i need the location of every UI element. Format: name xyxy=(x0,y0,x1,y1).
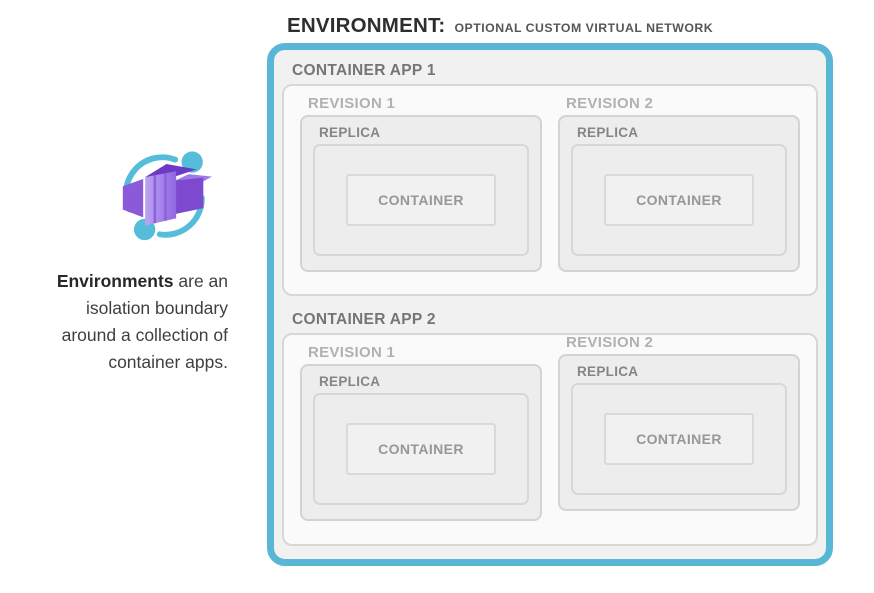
orbit-dot-top-icon xyxy=(181,151,203,173)
app1-revision-2-block: REVISION 2 REPLICA CONTAINER xyxy=(558,96,800,294)
app2-revision-2-replica-inner-box: CONTAINER xyxy=(571,383,787,495)
container-app-2-box: REVISION 1 REPLICA CONTAINER REVISION 2 … xyxy=(282,333,818,546)
app2-revision-2-block: REVISION 2 REPLICA CONTAINER xyxy=(558,335,800,544)
container-app-1-box: REVISION 1 REPLICA CONTAINER REVISION 2 … xyxy=(282,84,818,296)
environment-box: CONTAINER APP 1 REVISION 1 REPLICA CONTA… xyxy=(267,43,833,566)
app1-revision-2-replica-label: REPLICA xyxy=(577,125,639,140)
app2-revision-2-replica-label: REPLICA xyxy=(577,364,639,379)
app1-revision-1-container-box: CONTAINER xyxy=(346,174,496,226)
container-app-2: CONTAINER APP 2 REVISION 1 REPLICA CONTA… xyxy=(282,310,818,546)
azure-container-apps-logo xyxy=(117,145,214,247)
app2-revision-1-label: REVISION 1 xyxy=(308,344,396,361)
app2-revision-1-replica-box: REPLICA CONTAINER xyxy=(300,364,542,521)
app2-revision-1-replica-inner-box: CONTAINER xyxy=(313,393,529,505)
azure-container-apps-icon xyxy=(122,151,213,241)
app2-revision-1-replica-label: REPLICA xyxy=(319,374,381,389)
caption-line-1-rest: are an xyxy=(173,271,228,291)
caption-line-2: isolation boundary xyxy=(85,298,228,318)
app1-revision-1-block: REVISION 1 REPLICA CONTAINER xyxy=(300,96,542,294)
app1-revision-1-replica-box: REPLICA CONTAINER xyxy=(300,115,542,272)
caption-bold-word: Environments xyxy=(56,271,174,291)
app1-revision-2-replica-inner-box: CONTAINER xyxy=(571,144,787,256)
app1-revision-1-replica-label: REPLICA xyxy=(319,125,381,140)
environment-title: ENVIRONMENT: xyxy=(287,14,446,37)
app2-revision-2-replica-box: REPLICA CONTAINER xyxy=(558,354,800,511)
app2-revision-2-label: REVISION 2 xyxy=(566,334,654,351)
container-app-1-label: CONTAINER APP 1 xyxy=(292,62,436,79)
app2-revision-2-container-box: CONTAINER xyxy=(604,413,754,465)
app2-revision-1-block: REVISION 1 REPLICA CONTAINER xyxy=(300,345,542,544)
caption-line-4: container apps. xyxy=(108,352,228,372)
container-app-2-label: CONTAINER APP 2 xyxy=(292,311,436,328)
app1-revision-1-replica-inner-box: CONTAINER xyxy=(313,144,529,256)
diagram-title: ENVIRONMENT: OPTIONAL CUSTOM VIRTUAL NETW… xyxy=(287,14,713,38)
environment-subtitle: OPTIONAL CUSTOM VIRTUAL NETWORK xyxy=(454,21,714,35)
app1-revision-2-label: REVISION 2 xyxy=(566,95,654,112)
caption-line-3: around a collection of xyxy=(61,325,228,345)
container-app-1: CONTAINER APP 1 REVISION 1 REPLICA CONTA… xyxy=(282,61,818,296)
app2-revision-1-container-box: CONTAINER xyxy=(346,423,496,475)
environment-caption: Environments are an isolation boundary a… xyxy=(8,268,228,376)
app1-revision-1-label: REVISION 1 xyxy=(308,95,396,112)
container-cubes-icon xyxy=(122,163,213,226)
caption-line-1: Environments are an xyxy=(8,268,228,295)
app1-revision-2-replica-box: REPLICA CONTAINER xyxy=(558,115,800,272)
app1-revision-2-container-box: CONTAINER xyxy=(604,174,754,226)
